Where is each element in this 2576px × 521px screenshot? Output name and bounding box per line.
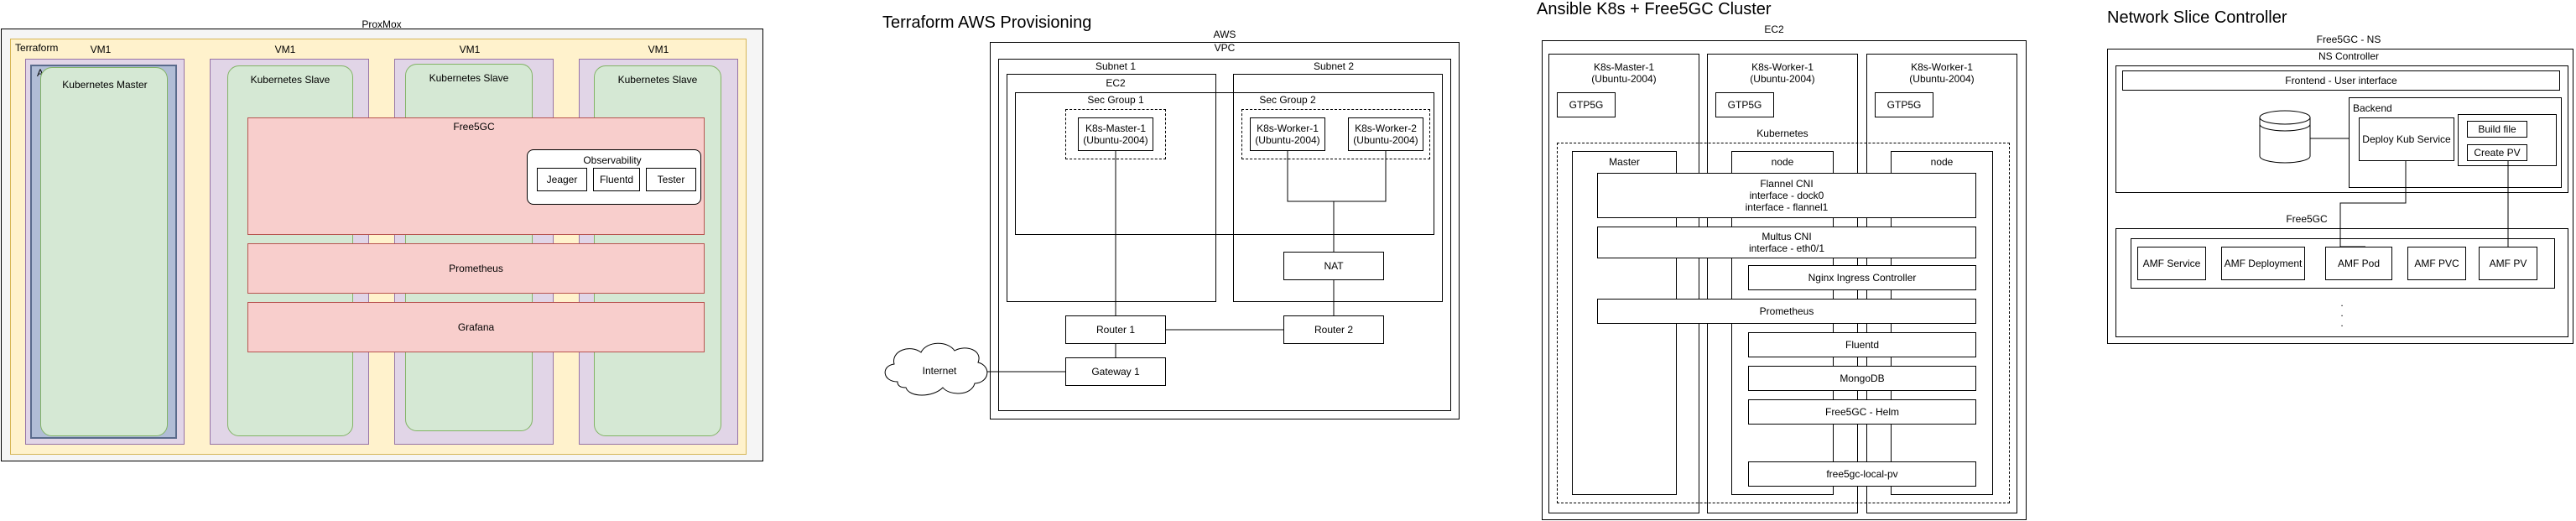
free5gc-label: Free5GC [453,121,495,133]
worker1-column-label: K8s-Worker-1 (Ubuntu-2004) [1750,61,1815,85]
subnet2-label: Subnet 2 [1313,60,1355,72]
k8s-master-1-node: K8s-Master-1 (Ubuntu-2004) [1078,117,1153,151]
subnet2-frame [1233,74,1443,302]
ansible-ec2-label: EC2 [1764,23,1784,35]
gateway1-node: Gateway 1 [1065,357,1166,386]
gtp5g-worker1: GTP5G [1715,92,1774,117]
k8s-worker-1-node: K8s-Worker-1 (Ubuntu-2004) [1250,117,1325,151]
observability-label: Observability [583,154,642,166]
proxmox-title: ProxMox [362,18,402,30]
ns-frame [2107,49,2573,344]
kubernetes-label: Kubernetes [1756,128,1808,139]
internet-label: Internet [922,365,957,377]
master-inner-label: Master [1609,156,1640,168]
free5gc-local-pv: free5gc-local-pv [1748,461,1976,487]
aws-frame [990,42,1460,419]
build-group [2458,114,2557,166]
ns-title: Free5GC - NS [2316,34,2381,45]
kubernetes-slave-1-label: Kubernetes Slave [250,74,330,86]
backend-label: Backend [2353,102,2392,114]
nginx-ingress: Nginx Ingress Controller [1748,265,1976,290]
continuation-dots: . . . [2340,297,2344,329]
kubernetes-master-label: Kubernetes Master [62,79,148,91]
grafana-block: Grafana [247,302,705,352]
ansible-heading: Ansible K8s + Free5GC Cluster [1537,0,1772,18]
gtp5g-master: GTP5G [1557,92,1616,117]
amf-pvc: AMF PVC [2407,247,2466,280]
deploy-kub-service: Deploy Kub Service [2359,117,2454,161]
nsc-heading: Network Slice Controller [2107,8,2287,27]
tester-box: Tester [646,168,696,191]
sg1-label: Sec Group 1 [1087,94,1144,106]
fluentd-box: Fluentd [593,168,640,191]
vpc-frame [998,59,1451,411]
create-pv-box: Create PV [2467,144,2527,161]
free5gc-helm: Free5GC - Helm [1748,399,1976,425]
subnet1-frame [1007,74,1216,302]
flannel-cni: Flannel CNI interface - dock0 interface … [1597,173,1976,218]
vm3-label: VM1 [459,44,481,55]
terraform-label: Terraform [15,42,59,54]
prometheus-block: Prometheus [247,243,705,294]
vm1-label: VM1 [90,44,112,55]
kubernetes-master [40,67,168,436]
kubernetes-slave-3-label: Kubernetes Slave [617,74,698,86]
backend-frame [2349,97,2562,188]
sg2-label: Sec Group 2 [1259,94,1316,106]
amf-deployment: AMF Deployment [2221,247,2305,280]
aws-heading: Terraform AWS Provisioning [882,13,1092,32]
mongodb-k8s: MongoDB [1748,366,1976,391]
ec2-frame [1015,92,1434,235]
internet-cloud [884,342,988,396]
master-column-label: K8s-Master-1 (Ubuntu-2004) [1591,61,1657,85]
subnet1-label: Subnet 1 [1095,60,1137,72]
free5gc-ns-frame [2115,228,2568,337]
ansible-ec2-frame [1542,40,2027,520]
nat-node: NAT [1283,252,1384,280]
multus-cni: Multus CNI interface - eth0/1 [1597,227,1976,258]
router2-node: Router 2 [1283,315,1384,344]
jeager-box: Jeager [537,168,587,191]
amf-row-frame [2131,238,2555,289]
vm4-label: VM1 [648,44,669,55]
ec2-label: EC2 [1106,77,1126,89]
kubernetes-slave-2-label: Kubernetes Slave [429,72,509,84]
master-column [1548,54,1699,513]
vpc-label: VPC [1214,42,1236,54]
vm2-label: VM1 [274,44,296,55]
router1-node: Router 1 [1065,315,1166,344]
fluentd-k8s: Fluentd [1748,332,1976,357]
amf-service: AMF Service [2137,247,2206,280]
gtp5g-worker2: GTP5G [1875,92,1933,117]
aws-label: AWS [1213,29,1236,40]
k8s-worker-2-node: K8s-Worker-2 (Ubuntu-2004) [1348,117,1423,151]
worker2-column-label: K8s-Worker-1 (Ubuntu-2004) [1909,61,1975,85]
node2-inner-label: node [1930,156,1954,168]
build-file-box: Build file [2467,121,2527,138]
prometheus-k8s: Prometheus [1597,299,1976,324]
free5gc-ns-label: Free5GC [2286,213,2328,225]
ns-controller-frame [2115,65,2568,193]
node1-inner-label: node [1771,156,1794,168]
amf-pod: AMF Pod [2325,247,2392,280]
ns-controller-label: NS Controller [2318,50,2380,62]
kubernetes-frame [1557,143,2010,503]
sg2-frame [1241,109,1430,159]
amf-pv: AMF PV [2479,247,2537,280]
frontend-box: Frontend - User interface [2122,70,2560,91]
